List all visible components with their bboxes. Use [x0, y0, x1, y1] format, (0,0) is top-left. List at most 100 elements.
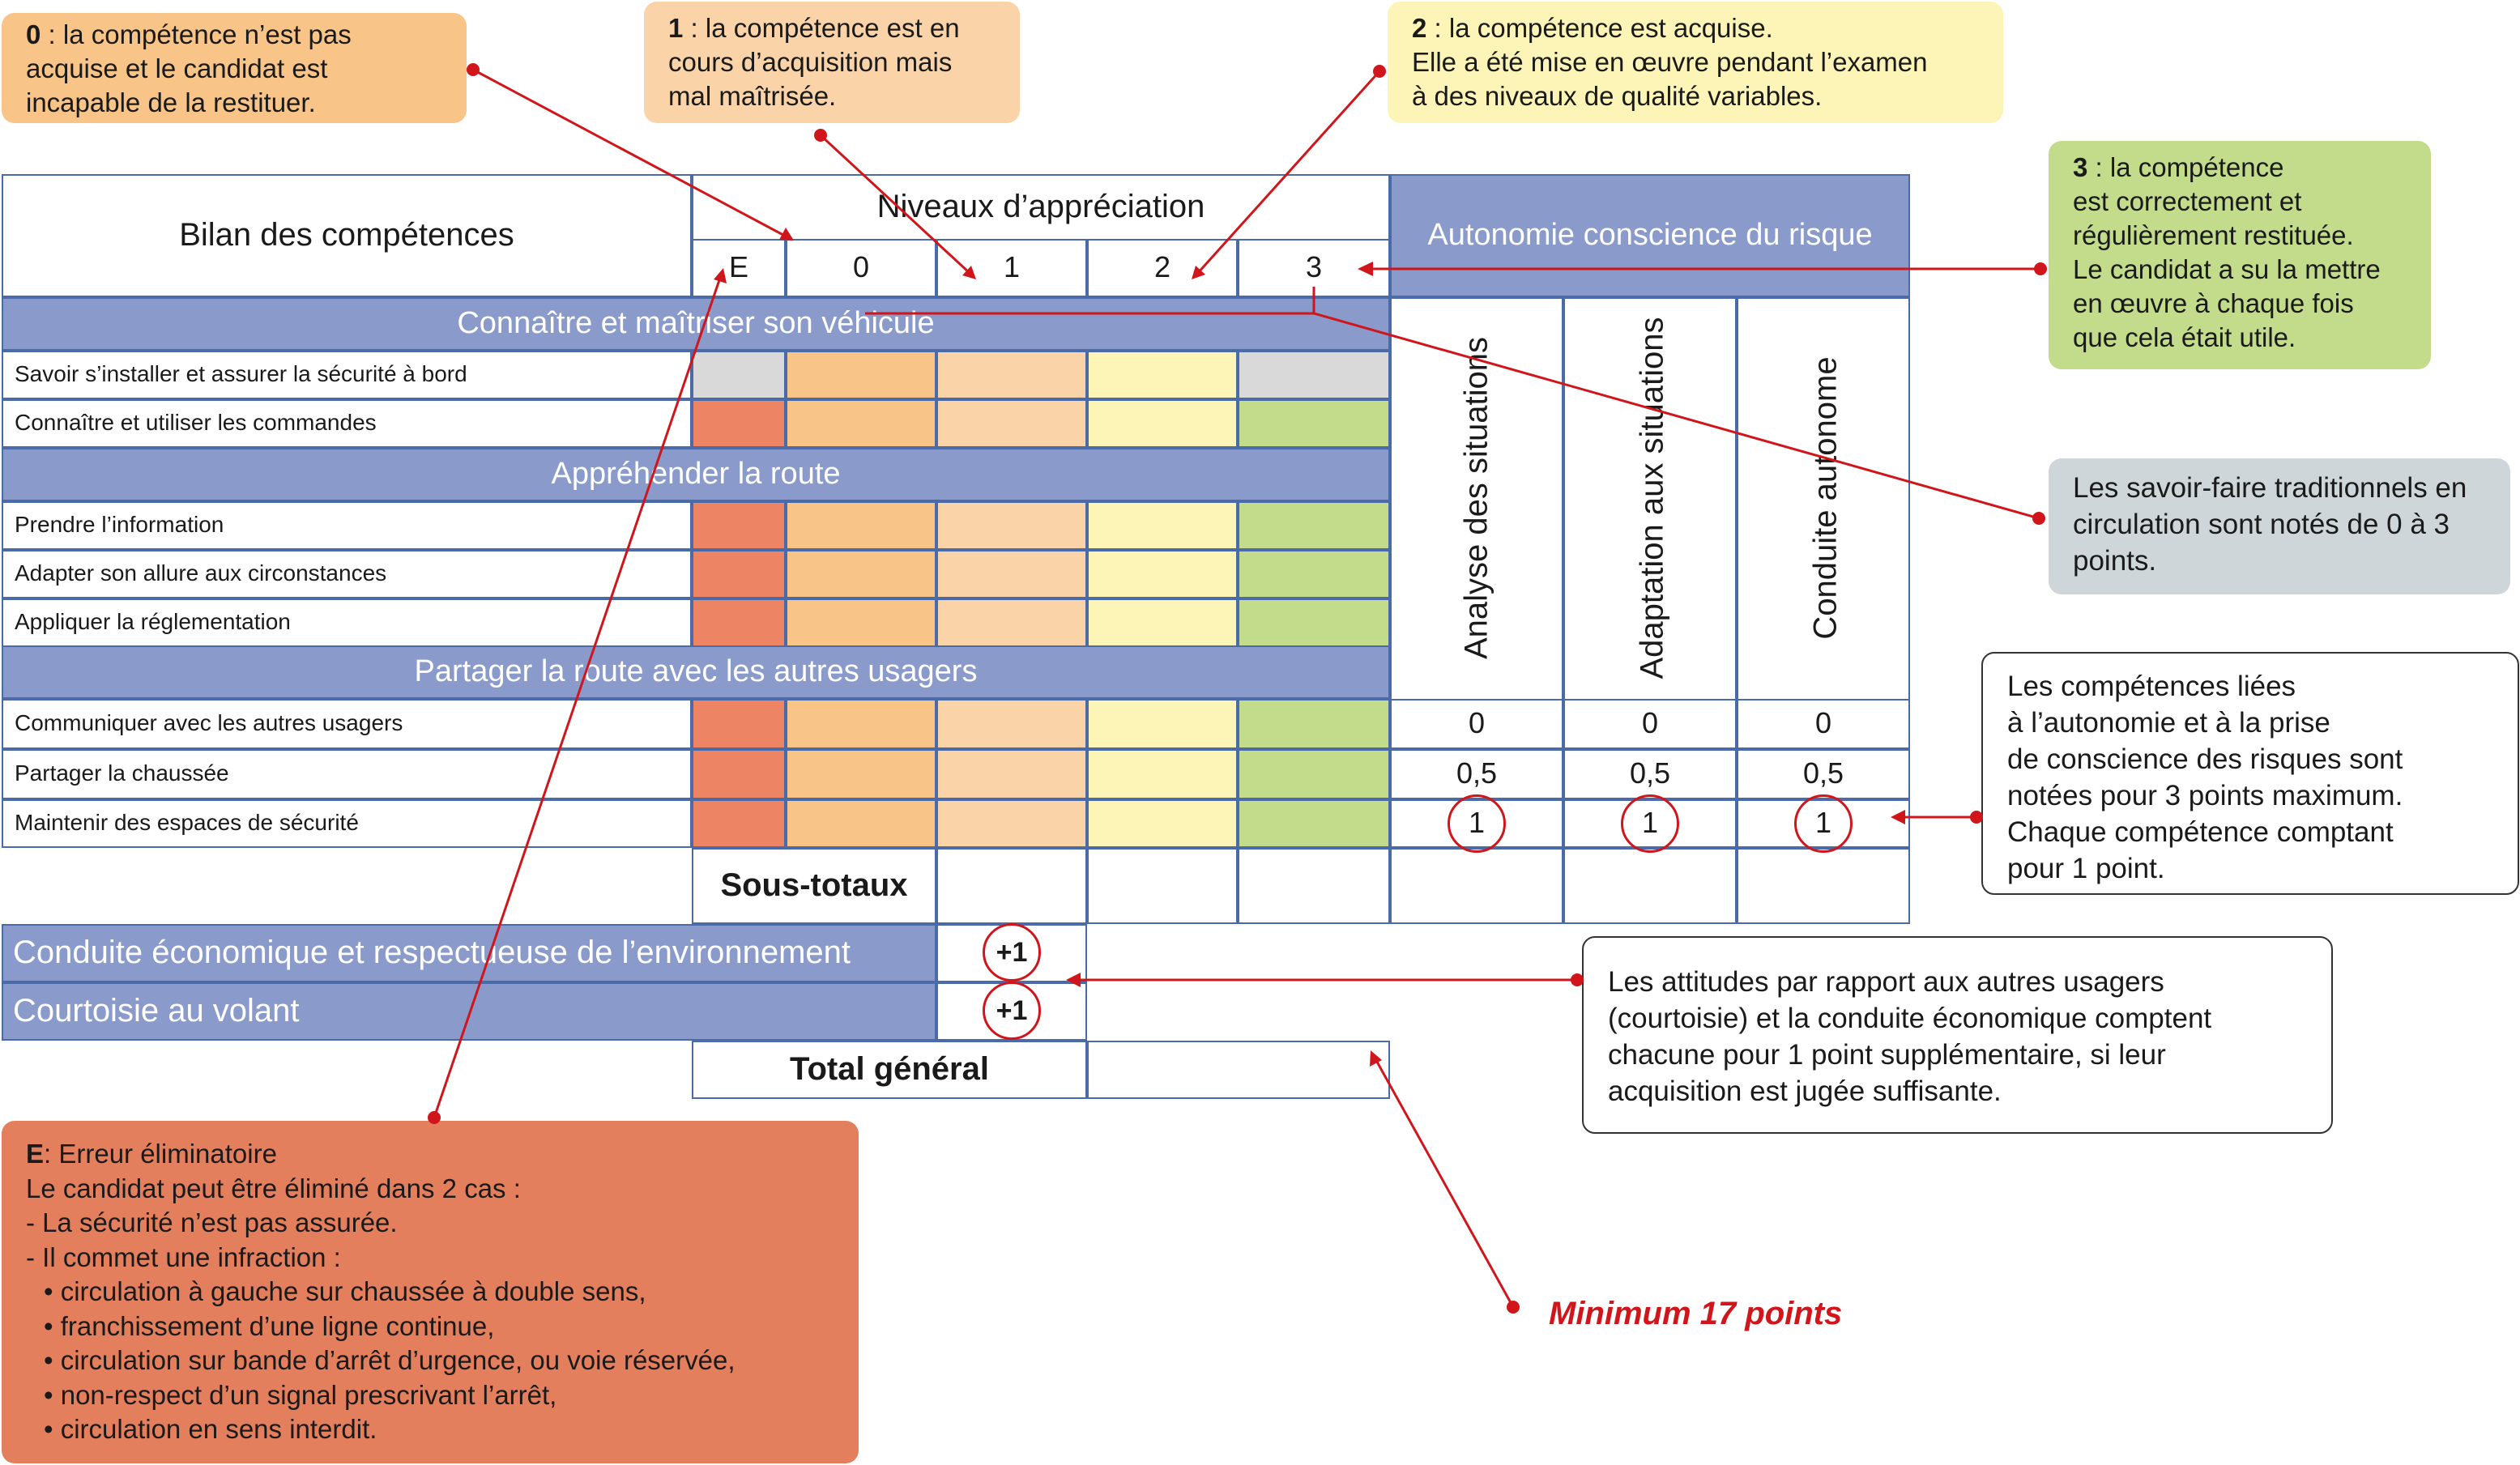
- score-circle: [1621, 794, 1679, 853]
- scale-cell-3: [1238, 501, 1390, 550]
- scale-cell-e: [692, 598, 786, 647]
- row-label: Adapter son allure aux circonstances: [15, 560, 387, 586]
- section-route: Appréhender la route: [551, 456, 841, 491]
- autonomy-value-cell: [1390, 848, 1563, 924]
- autonomy-col-cell: [1737, 297, 1910, 701]
- level-cell: [692, 239, 786, 297]
- autonomy-value-cell: [1737, 699, 1910, 749]
- scale-cell-1: [936, 598, 1087, 647]
- callout-attitudes: Les attitudes par rapport aux autres usa…: [1582, 936, 2333, 1134]
- scale-cell-2: [1087, 799, 1238, 848]
- bonus-eco: Conduite économique et respectueuse de l…: [13, 934, 851, 970]
- scale-cell-1: [936, 550, 1087, 598]
- scale-cell-0: [786, 799, 936, 848]
- bonus-circle: [983, 923, 1041, 982]
- row-label: Prendre l’information: [15, 512, 224, 537]
- scale-cell-2: [1087, 399, 1238, 448]
- subtotal-cell: [936, 848, 1087, 924]
- scale-cell-1: [936, 749, 1087, 799]
- autonomy-value: 0,5: [1802, 756, 1844, 790]
- minimum-points: Minimum 17 points: [1549, 1296, 1843, 1331]
- row-label-cell: [2, 351, 692, 399]
- callout-eliminatoire: E: Erreur éliminatoire Le candidat peut …: [2, 1121, 859, 1463]
- row-label-cell: [2, 598, 692, 647]
- callout-level-2: 2 : la compétence est acquise. Elle a ét…: [1388, 2, 2003, 123]
- row-label-cell: [2, 399, 692, 448]
- subtotals-label: Sous-totaux: [720, 867, 908, 903]
- scale-cell-0: [786, 351, 936, 399]
- arrow-e: [433, 275, 723, 1118]
- row-label: Communiquer avec les autres usagers: [15, 710, 403, 735]
- scale-cell-0: [786, 550, 936, 598]
- bonus-row-cell: [2, 924, 936, 982]
- level-cell: [1087, 239, 1238, 297]
- subtotal-label-cell: [692, 848, 936, 924]
- row-label-cell: [2, 749, 692, 799]
- scale-cell-0: [786, 699, 936, 749]
- level-0: 0: [852, 250, 870, 283]
- callout-level-0: 0 : la compétence n’est pas acquise et l…: [2, 13, 467, 123]
- scale-cell-1: [936, 799, 1087, 848]
- scale-cell-e: [692, 550, 786, 598]
- arrow-0: [472, 68, 793, 241]
- section-partager: Partager la route avec les autres usager…: [414, 654, 978, 688]
- scale-cell-3: [1238, 598, 1390, 647]
- scale-cell-2: [1087, 598, 1238, 647]
- row-label: Maintenir des espaces de sécurité: [15, 810, 359, 835]
- callout-savoir-faire: Les savoir-faire traditionnels en circul…: [2049, 458, 2510, 594]
- autonomy-value: 0,5: [1629, 756, 1671, 790]
- row-label-cell: [2, 699, 692, 749]
- scale-cell-2: [1087, 749, 1238, 799]
- scale-cell-2: [1087, 550, 1238, 598]
- autonomy-col-cell: [1390, 297, 1563, 701]
- scale-cell-2: [1087, 351, 1238, 399]
- arrow-heads: [714, 228, 1905, 1067]
- row-label: Connaître et utiliser les commandes: [15, 410, 377, 435]
- level-cell: [786, 239, 936, 297]
- level-3: 3: [1305, 250, 1323, 283]
- table-title: Bilan des compétences: [179, 216, 514, 253]
- level-1: 1: [1003, 250, 1021, 283]
- autonomy-value: 0,5: [1456, 756, 1498, 790]
- total-label-cell: [692, 1041, 1087, 1099]
- row-label: Savoir s’installer et assurer la sécurit…: [15, 361, 467, 386]
- section-bar: [2, 297, 1390, 351]
- scale-cell-2: [1087, 501, 1238, 550]
- scale-cell-e: [692, 351, 786, 399]
- bonus-circle: [983, 982, 1041, 1040]
- header-title-cell: [2, 174, 692, 297]
- autonomy-header: Autonomie conscience du risque: [1427, 217, 1873, 252]
- header-levels-cell: [692, 174, 1390, 241]
- row-label-cell: [2, 501, 692, 550]
- score-circle: [1448, 794, 1506, 853]
- section-vehicule: Connaître et maîtriser son véhicule: [457, 305, 935, 340]
- levels-header: Niveaux d’appréciation: [876, 188, 1205, 224]
- autonomy-value: 0: [1814, 706, 1832, 739]
- line-savoir-faire: [865, 287, 2040, 520]
- callout-level-1: 1 : la compétence est en cours d’acquisi…: [644, 2, 1020, 123]
- subtotal-cell: [1087, 848, 1238, 924]
- scale-cell-0: [786, 598, 936, 647]
- arrow-1: [819, 134, 972, 275]
- scale-cell-e: [692, 699, 786, 749]
- row-label-cell: [2, 799, 692, 848]
- header-autonomy-cell: [1390, 174, 1910, 297]
- autonomy-value-cell: [1390, 699, 1563, 749]
- scale-cell-e: [692, 749, 786, 799]
- autonomy-value: 0: [1641, 706, 1659, 739]
- callout-level-3: 3 : la compétence est correctement et ré…: [2049, 141, 2431, 369]
- score-circle: [1794, 794, 1853, 853]
- scale-cell-e: [692, 799, 786, 848]
- level-cell: [936, 239, 1087, 297]
- scale-cell-0: [786, 399, 936, 448]
- scale-cell-3: [1238, 550, 1390, 598]
- subtotal-cell: [1238, 848, 1390, 924]
- arrow-2: [1196, 70, 1381, 275]
- scale-cell-1: [936, 351, 1087, 399]
- total-value-cell: [1087, 1041, 1390, 1099]
- scale-cell-3: [1238, 749, 1390, 799]
- scale-cell-0: [786, 501, 936, 550]
- bonus-courtoisie: Courtoisie au volant: [13, 992, 300, 1028]
- autonomy-value-cell: [1390, 749, 1563, 799]
